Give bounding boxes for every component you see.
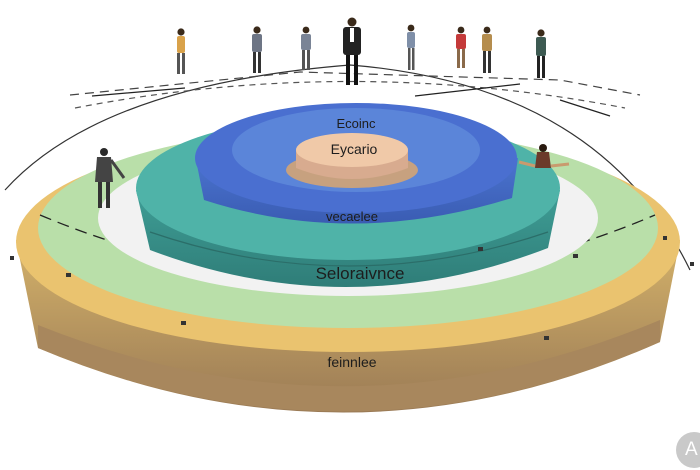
figure-person-6	[456, 26, 466, 68]
tier-label-core: Eycario	[331, 141, 378, 157]
tier-label-blue: vecaelee	[326, 209, 378, 224]
figure-person-left	[95, 148, 126, 208]
figure-person-4	[343, 17, 361, 85]
tier-label-teal: Seloraivnce	[316, 264, 405, 283]
tier-core	[286, 133, 418, 188]
figure-person-2	[252, 26, 262, 73]
figure-person-5	[407, 24, 415, 70]
tier-label-inner: Ecoinc	[336, 116, 376, 131]
band-connector-marks	[10, 236, 694, 340]
figure-person-8	[536, 29, 546, 78]
figure-person-7	[482, 26, 492, 73]
avatar-icon[interactable]: A	[676, 432, 700, 468]
figure-person-seated	[518, 144, 570, 168]
figure-person-3	[301, 26, 311, 70]
figure-person-1	[177, 28, 185, 74]
tier-label-gold: feinnlee	[327, 354, 376, 370]
